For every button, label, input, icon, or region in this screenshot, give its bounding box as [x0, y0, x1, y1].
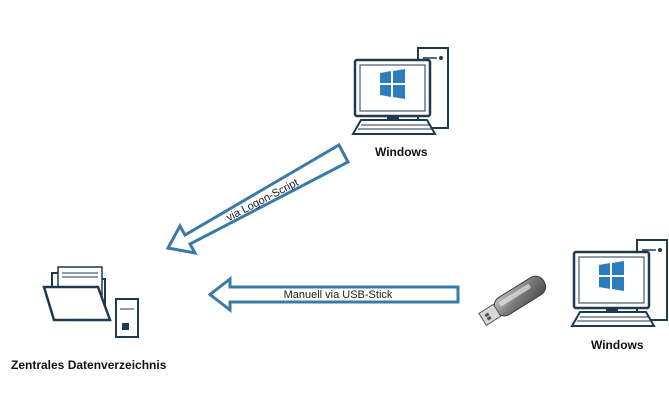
arrow-logon-script: via Logon-Script — [165, 142, 351, 256]
label-central-directory: Zentrales Datenverzeichnis — [11, 358, 167, 372]
label-windows-top: Windows — [375, 145, 428, 159]
computer-icon-right — [570, 239, 668, 327]
usb-stick-icon — [478, 275, 547, 326]
arrow-label-usb: Manuell via USB-Stick — [284, 289, 393, 301]
folder-icon — [42, 266, 112, 322]
server-icon — [115, 298, 139, 338]
windows-logo-icon — [380, 69, 405, 99]
computer-icon-top — [351, 47, 449, 135]
label-windows-right: Windows — [591, 338, 644, 352]
arrow-usb-stick: Manuell via USB-Stick — [207, 275, 460, 314]
keyboard-icon — [351, 119, 437, 135]
central-directory-icon — [42, 266, 139, 338]
keyboard-icon — [570, 311, 656, 327]
windows-logo-icon — [599, 261, 624, 291]
arrow-label-logon: via Logon-Script — [225, 177, 301, 224]
